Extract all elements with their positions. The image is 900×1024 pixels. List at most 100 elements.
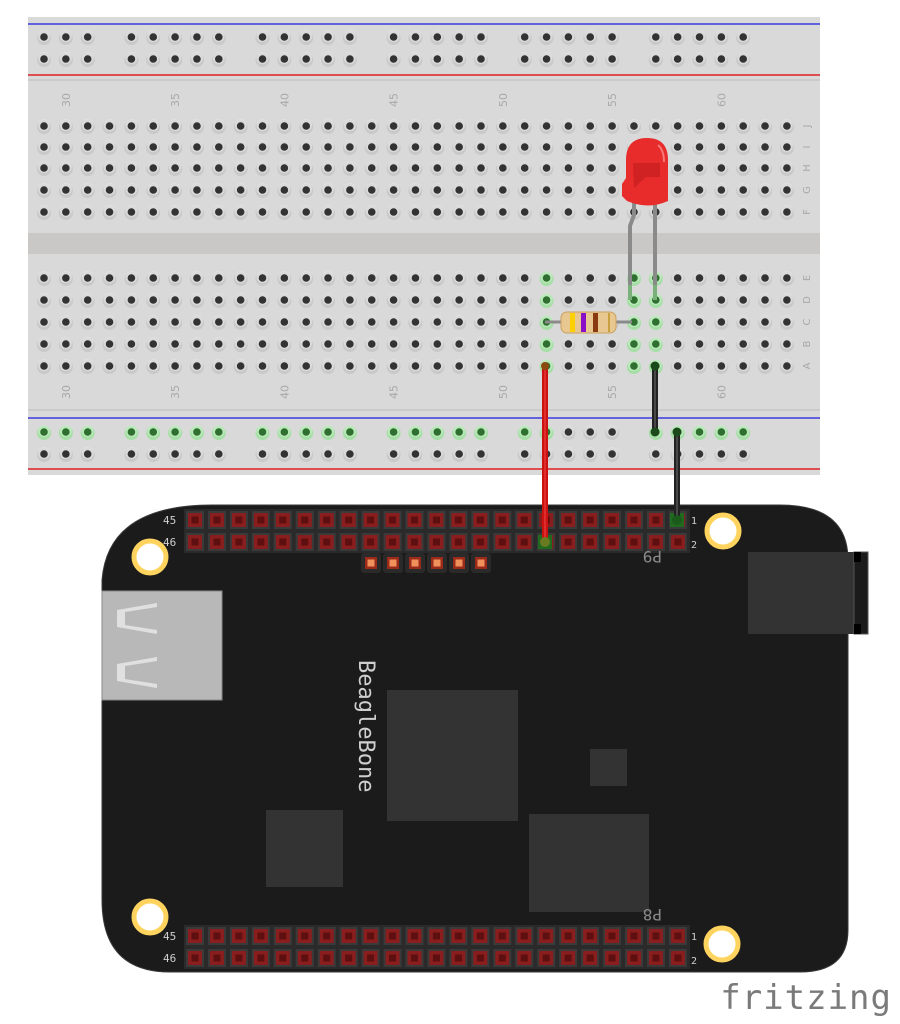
breadboard-hole[interactable] [215, 362, 223, 370]
breadboard-hole[interactable] [367, 274, 376, 282]
breadboard-hole[interactable] [193, 55, 201, 63]
breadboard-hole[interactable] [83, 208, 92, 216]
breadboard-hole[interactable] [302, 55, 311, 63]
breadboard-hole[interactable] [258, 450, 267, 458]
breadboard-hole[interactable] [608, 143, 616, 151]
breadboard-hole[interactable] [652, 122, 660, 130]
breadboard-hole[interactable] [739, 143, 747, 151]
breadboard-hole[interactable] [455, 450, 463, 458]
breadboard-hole[interactable] [324, 164, 332, 172]
breadboard-hole[interactable] [695, 450, 704, 458]
breadboard-hole[interactable] [477, 208, 485, 216]
breadboard-hole[interactable] [739, 208, 747, 216]
breadboard-hole[interactable] [499, 340, 507, 348]
breadboard-hole[interactable] [564, 55, 573, 63]
breadboard-hole[interactable] [608, 296, 616, 304]
breadboard-hole[interactable] [346, 186, 354, 194]
breadboard-hole[interactable] [630, 318, 638, 326]
breadboard-hole[interactable] [411, 55, 420, 63]
breadboard-hole[interactable] [83, 428, 92, 436]
breadboard-hole[interactable] [695, 143, 704, 151]
breadboard-hole[interactable] [324, 428, 332, 436]
breadboard-hole[interactable] [520, 362, 529, 370]
breadboard-hole[interactable] [389, 33, 398, 41]
breadboard-hole[interactable] [739, 186, 747, 194]
breadboard-hole[interactable] [586, 296, 595, 304]
breadboard-hole[interactable] [520, 208, 529, 216]
breadboard-hole[interactable] [717, 274, 726, 282]
breadboard-hole[interactable] [411, 274, 420, 282]
breadboard-hole[interactable] [411, 122, 420, 130]
breadboard-hole[interactable] [236, 122, 245, 130]
breadboard-hole[interactable] [367, 164, 376, 172]
breadboard-hole[interactable] [83, 186, 92, 194]
breadboard-hole[interactable] [389, 143, 398, 151]
breadboard-hole[interactable] [389, 296, 398, 304]
breadboard-hole[interactable] [433, 143, 442, 151]
breadboard-hole[interactable] [258, 122, 267, 130]
breadboard-hole[interactable] [739, 164, 747, 172]
breadboard-hole[interactable] [62, 122, 70, 130]
breadboard-hole[interactable] [783, 186, 791, 194]
breadboard-hole[interactable] [499, 296, 507, 304]
breadboard-hole[interactable] [520, 274, 529, 282]
breadboard-hole[interactable] [673, 143, 682, 151]
breadboard-hole[interactable] [62, 186, 70, 194]
breadboard-hole[interactable] [193, 186, 201, 194]
breadboard-hole[interactable] [83, 164, 92, 172]
breadboard-hole[interactable] [40, 318, 48, 326]
breadboard-hole[interactable] [83, 122, 92, 130]
breadboard-hole[interactable] [127, 428, 136, 436]
breadboard-hole[interactable] [193, 428, 201, 436]
breadboard-hole[interactable] [346, 296, 354, 304]
breadboard-hole[interactable] [62, 55, 70, 63]
breadboard-hole[interactable] [411, 428, 420, 436]
breadboard-hole[interactable] [302, 33, 311, 41]
breadboard-hole[interactable] [324, 296, 332, 304]
breadboard-hole[interactable] [695, 340, 704, 348]
breadboard-hole[interactable] [477, 122, 485, 130]
breadboard-hole[interactable] [280, 33, 289, 41]
breadboard-hole[interactable] [83, 274, 92, 282]
breadboard-hole[interactable] [695, 208, 704, 216]
breadboard-hole[interactable] [346, 122, 354, 130]
breadboard-hole[interactable] [608, 55, 616, 63]
breadboard-hole[interactable] [346, 208, 354, 216]
breadboard-hole[interactable] [302, 450, 311, 458]
breadboard-hole[interactable] [62, 164, 70, 172]
breadboard-hole[interactable] [302, 274, 311, 282]
breadboard-hole[interactable] [149, 33, 158, 41]
breadboard-hole[interactable] [433, 362, 442, 370]
beaglebone-board[interactable]: BeagleBone 45 46 1 2 P9 45 46 1 2 P8 [101, 504, 869, 973]
breadboard-hole[interactable] [783, 208, 791, 216]
breadboard-hole[interactable] [324, 186, 332, 194]
breadboard-hole[interactable] [367, 296, 376, 304]
breadboard-hole[interactable] [215, 186, 223, 194]
breadboard-hole[interactable] [455, 33, 463, 41]
breadboard-hole[interactable] [83, 33, 92, 41]
breadboard-hole[interactable] [389, 186, 398, 194]
breadboard-hole[interactable] [215, 274, 223, 282]
breadboard-hole[interactable] [40, 164, 48, 172]
breadboard-hole[interactable] [783, 362, 791, 370]
breadboard-hole[interactable] [564, 186, 573, 194]
breadboard-hole[interactable] [127, 33, 136, 41]
breadboard-hole[interactable] [193, 208, 201, 216]
breadboard-hole[interactable] [455, 122, 463, 130]
breadboard-hole[interactable] [411, 450, 420, 458]
breadboard-hole[interactable] [717, 428, 726, 436]
breadboard-hole[interactable] [499, 362, 507, 370]
breadboard-hole[interactable] [477, 33, 485, 41]
breadboard-hole[interactable] [477, 318, 485, 326]
breadboard-hole[interactable] [346, 362, 354, 370]
breadboard-hole[interactable] [149, 296, 158, 304]
breadboard-hole[interactable] [520, 164, 529, 172]
breadboard-hole[interactable] [258, 186, 267, 194]
breadboard-hole[interactable] [673, 296, 682, 304]
breadboard-hole[interactable] [455, 296, 463, 304]
breadboard-hole[interactable] [346, 428, 354, 436]
breadboard-hole[interactable] [40, 33, 48, 41]
breadboard-hole[interactable] [520, 450, 529, 458]
breadboard-hole[interactable] [62, 362, 70, 370]
breadboard-hole[interactable] [193, 318, 201, 326]
